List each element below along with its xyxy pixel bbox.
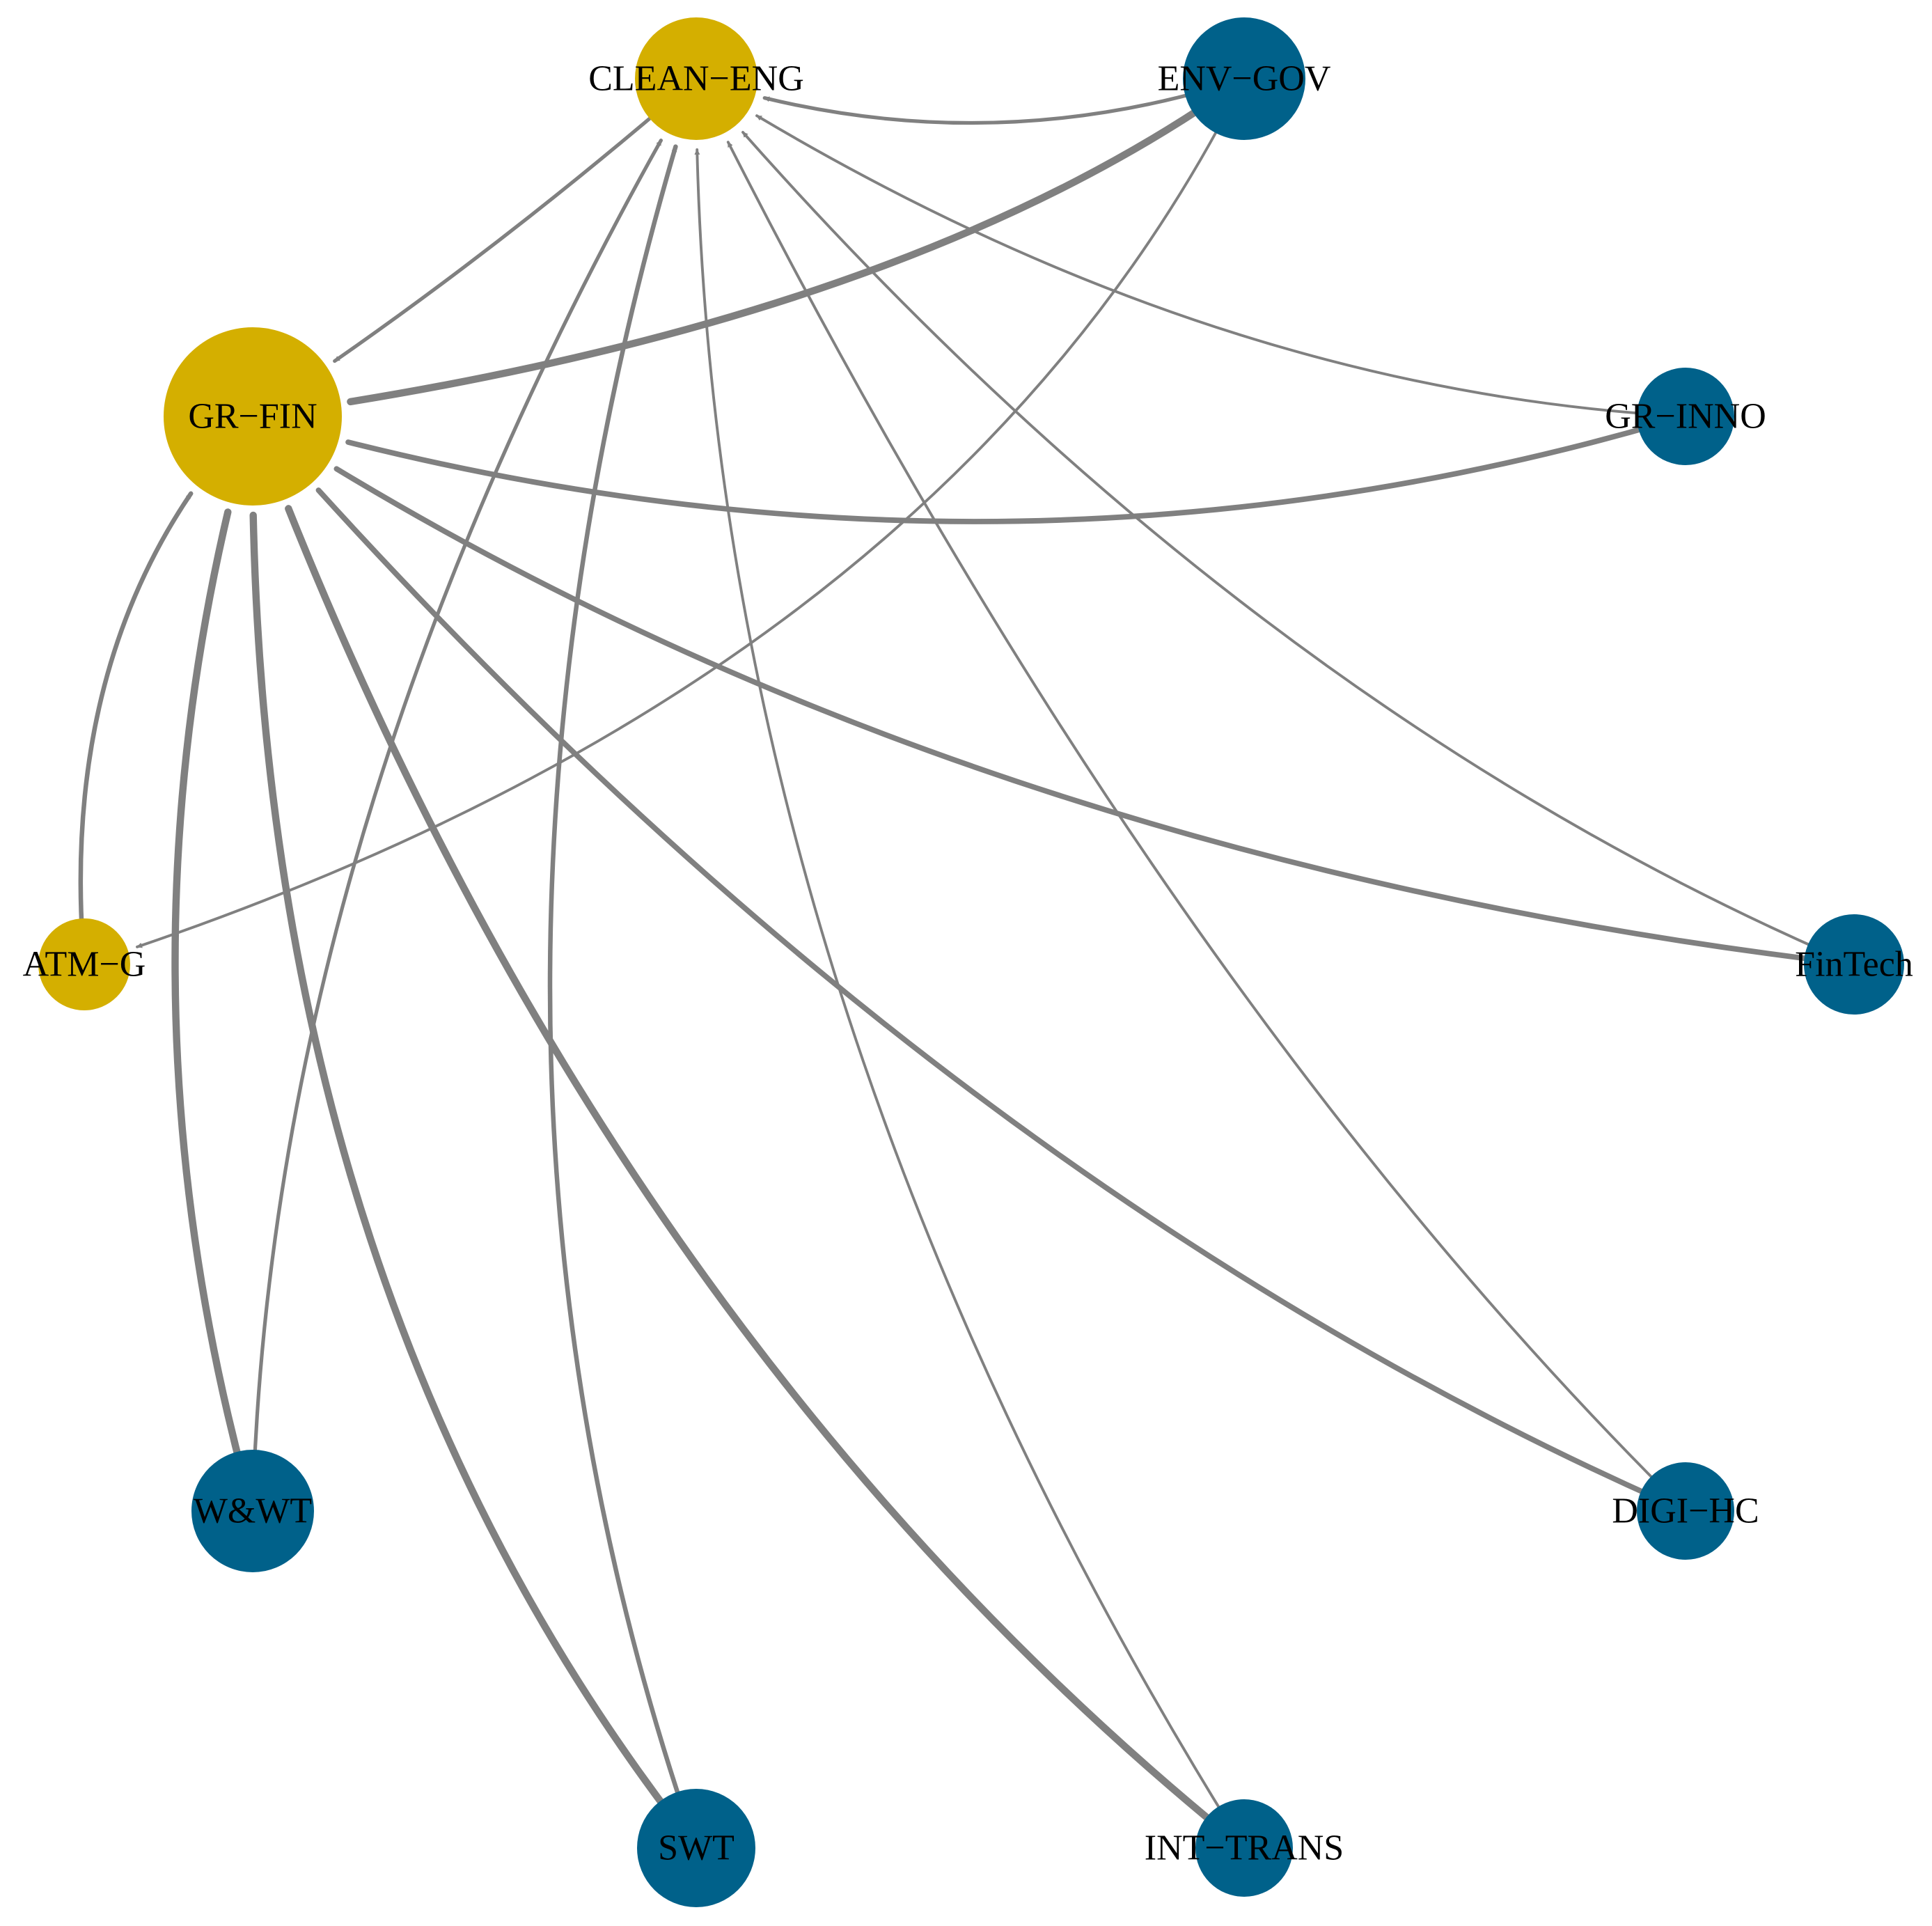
node-circle-swt bbox=[637, 1789, 755, 1907]
node-circle-cleaneng bbox=[635, 17, 757, 140]
edge-inttrans-to-grfin bbox=[285, 505, 1227, 1835]
node-grinno: GR−INNO bbox=[1605, 368, 1766, 465]
node-circle-inttrans bbox=[1195, 1799, 1293, 1897]
node-circle-envgov bbox=[1183, 17, 1305, 140]
edge-envgov-to-grfin bbox=[347, 94, 1220, 406]
node-circle-atmg bbox=[38, 918, 130, 1010]
edge-wwt-to-cleaneng bbox=[252, 139, 663, 1480]
edge-envgov-to-atmg bbox=[136, 107, 1230, 948]
node-label-grinno: GR−INNO bbox=[1605, 397, 1766, 437]
node-circle-grinno bbox=[1637, 368, 1734, 465]
node-label-digihc: DIGI−HC bbox=[1612, 1492, 1759, 1531]
node-label-inttrans: INT−TRANS bbox=[1145, 1829, 1344, 1868]
node-envgov: ENV−GOV bbox=[1158, 17, 1331, 140]
edge-atmg-to-grfin bbox=[78, 491, 194, 942]
edges-layer bbox=[78, 86, 1830, 1835]
node-label-fintech: FinTech bbox=[1795, 945, 1913, 985]
edge-inttrans-to-cleaneng bbox=[694, 148, 1232, 1827]
node-digihc: DIGI−HC bbox=[1612, 1462, 1759, 1560]
node-atmg: ATM−G bbox=[23, 918, 146, 1010]
nodes-layer: CLEAN−ENG ENV−GOV GR−FIN GR−INNO ATM−G FinTec… bbox=[23, 17, 1913, 1907]
node-label-envgov: ENV−GOV bbox=[1158, 59, 1331, 99]
edge-grinno-to-cleaneng bbox=[755, 114, 1660, 416]
edge-swt-to-cleaneng bbox=[547, 144, 689, 1820]
node-circle-digihc bbox=[1637, 1462, 1734, 1560]
node-inttrans: INT−TRANS bbox=[1145, 1799, 1344, 1897]
node-circle-wwt bbox=[191, 1450, 314, 1572]
node-label-atmg: ATM−G bbox=[23, 945, 146, 985]
edge-digihc-to-cleaneng bbox=[726, 141, 1668, 1494]
node-wwt: W&WT bbox=[191, 1450, 314, 1572]
node-swt: SWT bbox=[637, 1789, 755, 1907]
edge-swt-to-grfin bbox=[249, 511, 680, 1826]
edge-digihc-to-grfin bbox=[315, 487, 1664, 1503]
edge-fintech-to-grfin bbox=[333, 466, 1830, 964]
node-circle-grfin bbox=[164, 327, 342, 506]
node-grfin: GR−FIN bbox=[164, 327, 342, 506]
edge-cleaneng-to-grfin bbox=[333, 99, 673, 363]
node-fintech: FinTech bbox=[1795, 914, 1913, 1015]
edge-envgov-to-cleaneng bbox=[762, 86, 1214, 125]
node-circle-fintech bbox=[1804, 914, 1904, 1015]
node-cleaneng: CLEAN−ENG bbox=[588, 17, 804, 140]
node-label-swt: SWT bbox=[658, 1829, 735, 1868]
node-label-cleaneng: CLEAN−ENG bbox=[588, 59, 804, 99]
edge-grinno-to-grfin bbox=[345, 421, 1663, 524]
node-label-grfin: GR−FIN bbox=[188, 397, 317, 437]
edge-fintech-to-cleaneng bbox=[741, 130, 1830, 955]
edge-wwt-to-grfin bbox=[171, 508, 248, 1482]
node-label-wwt: W&WT bbox=[194, 1492, 312, 1531]
